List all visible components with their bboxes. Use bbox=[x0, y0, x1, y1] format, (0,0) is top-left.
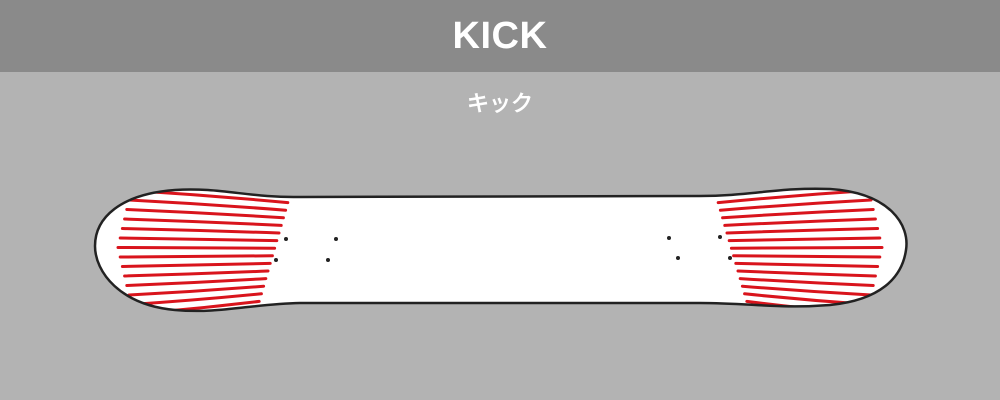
concave-line bbox=[732, 254, 882, 259]
bolt-hole bbox=[667, 236, 671, 240]
bolt-hole bbox=[274, 258, 278, 262]
concave-line bbox=[125, 277, 268, 287]
left-truck-bolts bbox=[274, 237, 338, 262]
header-bar: KICK bbox=[0, 0, 1000, 72]
deck-body bbox=[95, 188, 907, 311]
bolt-hole bbox=[676, 256, 680, 260]
concave-line bbox=[123, 269, 270, 278]
concave-line bbox=[116, 246, 277, 250]
bolt-hole bbox=[728, 256, 732, 260]
right-truck-bolts bbox=[667, 235, 732, 260]
concave-line bbox=[740, 284, 873, 297]
bolt-hole bbox=[326, 258, 330, 262]
concave-line bbox=[120, 227, 281, 235]
concave-line bbox=[725, 227, 880, 235]
concave-line bbox=[131, 299, 261, 311]
concave-line bbox=[118, 254, 274, 259]
concave-line bbox=[127, 284, 266, 297]
concave-line bbox=[125, 208, 285, 220]
concave-line bbox=[118, 236, 279, 243]
concave-line bbox=[123, 217, 283, 227]
concave-line bbox=[127, 198, 288, 212]
concave-line bbox=[738, 277, 875, 287]
concave-line bbox=[723, 217, 877, 227]
deck-outline bbox=[93, 187, 908, 313]
concave-line bbox=[736, 269, 877, 278]
bolt-hole bbox=[718, 235, 722, 239]
bolt-hole bbox=[334, 237, 338, 241]
page-title: KICK bbox=[452, 14, 548, 57]
concave-line bbox=[727, 236, 882, 243]
concave-line bbox=[734, 261, 880, 268]
concave-line bbox=[721, 208, 875, 220]
bolt-hole bbox=[284, 237, 288, 241]
concave-line bbox=[120, 261, 272, 268]
concave-line bbox=[718, 198, 873, 212]
page-subtitle: キック bbox=[466, 92, 533, 117]
concave-line bbox=[729, 246, 884, 250]
